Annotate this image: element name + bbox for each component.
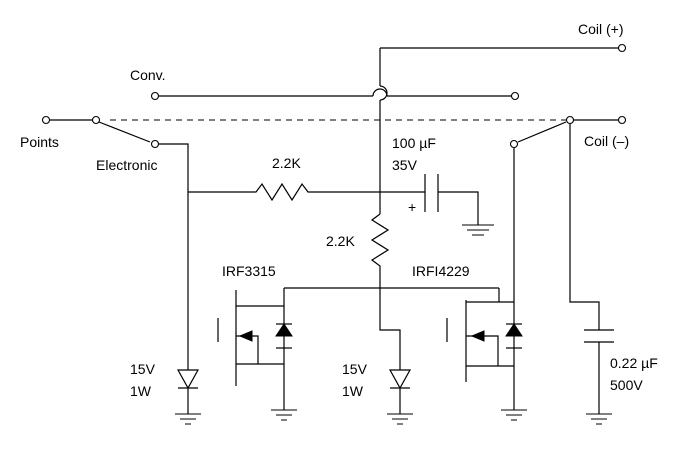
terminal-conv-left: [150, 91, 160, 101]
label-cap-snubber-value: 0.22 µF: [610, 355, 658, 371]
capacitor-100uf: [424, 174, 494, 236]
label-cap-snubber-voltage: 500V: [610, 377, 643, 393]
label-electronic: Electronic: [96, 157, 157, 173]
coil-positive-wire: [379, 47, 622, 214]
label-conv: Conv.: [130, 67, 166, 83]
label-coil-negative: Coil (–): [584, 133, 629, 149]
label-resistor-vertical: 2.2K: [326, 233, 355, 249]
label-mosfet-left: IRF3315: [222, 263, 276, 279]
conv-wire: [158, 88, 512, 97]
label-mosfet-right: IRFI4229: [412, 263, 470, 279]
label-zener-left-voltage: 15V: [130, 361, 156, 377]
zener-middle: [379, 288, 413, 425]
terminal-coil-positive: [617, 43, 627, 53]
label-zener-left-power: 1W: [130, 383, 152, 399]
label-cap-main-value: 100 µF: [392, 135, 436, 151]
mosfet-irfi4229: [446, 288, 527, 421]
switch-left: [49, 115, 189, 322]
terminal-points: [41, 115, 51, 125]
terminal-coil-negative: [617, 115, 627, 125]
label-cap-polarity: +: [408, 199, 416, 215]
label-points: Points: [20, 134, 59, 150]
resistor-2k2-horizontal: [188, 182, 425, 202]
mosfet-irf3315: [217, 288, 297, 421]
label-zener-mid-voltage: 15V: [342, 361, 368, 377]
label-zener-mid-power: 1W: [342, 383, 364, 399]
label-cap-main-voltage: 35V: [392, 157, 418, 173]
terminal-conv-right: [510, 91, 520, 101]
resistor-2k2-vertical: [370, 213, 390, 288]
zener-left: [175, 322, 201, 425]
switch-right: [509, 115, 618, 330]
label-coil-positive: Coil (+): [578, 21, 624, 37]
label-resistor-horizontal: 2.2K: [272, 155, 301, 171]
capacitor-snubber: [584, 329, 614, 425]
